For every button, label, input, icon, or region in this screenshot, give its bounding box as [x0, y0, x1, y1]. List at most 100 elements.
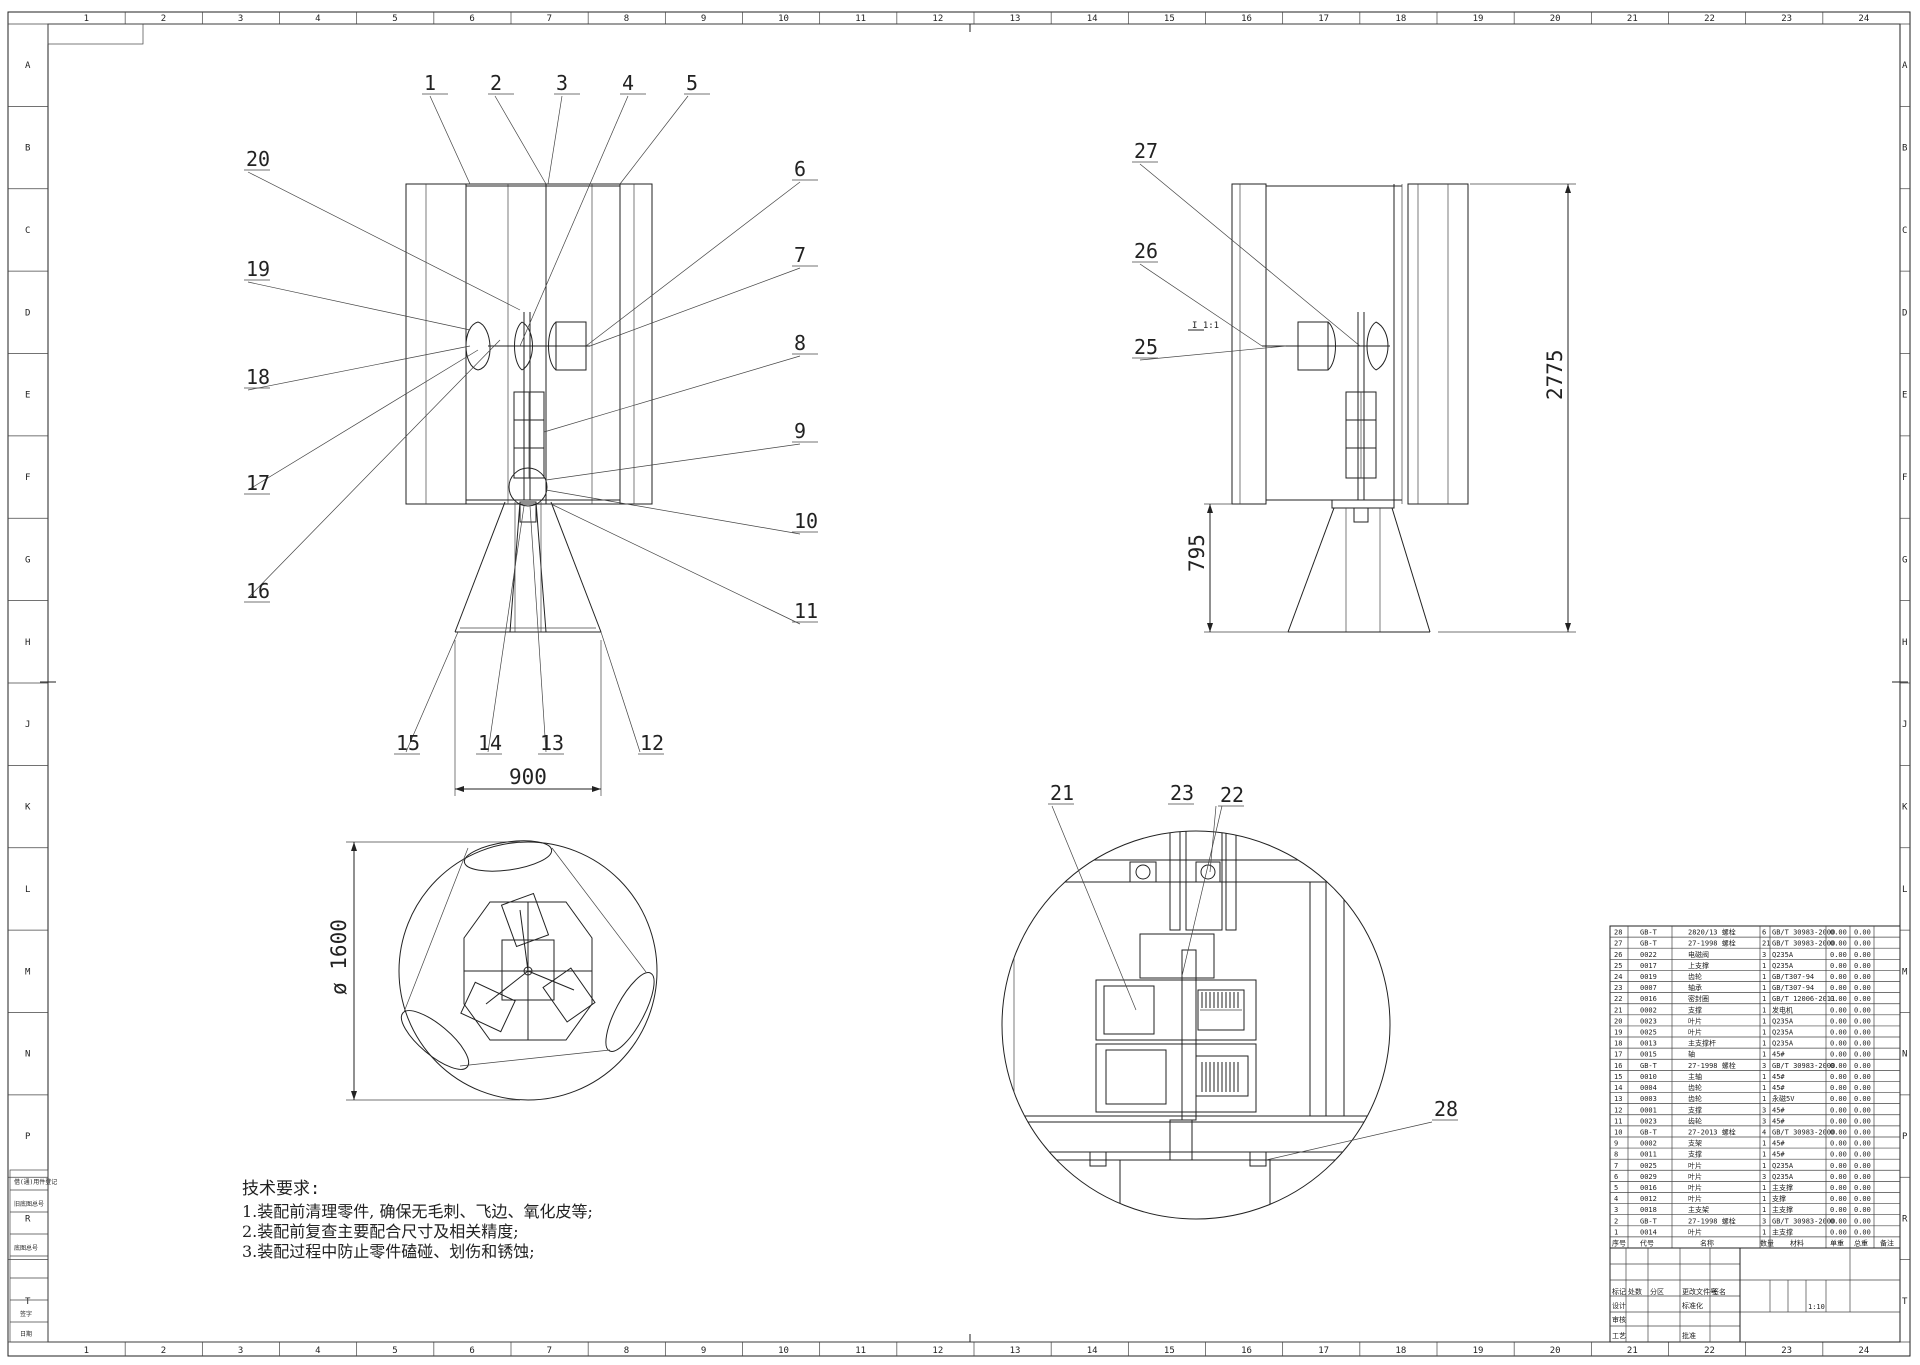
bom-cell: 21: [1614, 1006, 1622, 1014]
zone-col-label: 22: [1704, 14, 1715, 24]
dimension-diameter: ø 1600: [327, 919, 351, 995]
bom-cell: 45#: [1772, 1084, 1785, 1092]
zone-col-label: 2: [161, 1346, 166, 1356]
zone-col-label: 16: [1241, 14, 1252, 24]
bom-cell: 齿轮: [1688, 1116, 1702, 1125]
bom-cell: 14: [1614, 1084, 1622, 1092]
notes-title: 技术要求:: [242, 1179, 320, 1199]
scale-value: 1:10: [1808, 1303, 1825, 1311]
bom-cell: 0.00: [1854, 973, 1871, 981]
bom-cell: 1: [1762, 1084, 1766, 1092]
strip-label: 底图总号: [14, 1244, 38, 1252]
callout-5: 5: [686, 71, 698, 95]
bom-cell: 27-1998 螺栓: [1688, 1216, 1736, 1225]
bom-cell: 0.00: [1854, 1095, 1871, 1103]
bom-cell: 0017: [1640, 962, 1657, 970]
note-3: 3.装配过程中防止零件磕碰、划伤和锈蚀;: [242, 1242, 535, 1261]
zone-col-label: 15: [1164, 1346, 1175, 1356]
note-1: 1.装配前清理零件, 确保无毛刺、飞边、氧化皮等;: [242, 1202, 593, 1221]
zone-col-label: 11: [855, 1346, 866, 1356]
zone-row-label: R: [25, 1214, 31, 1224]
zone-col-label: 24: [1858, 14, 1869, 24]
bom-cell: 10: [1614, 1128, 1622, 1136]
bom-cell: 0.00: [1854, 1173, 1871, 1181]
callout-2: 2: [490, 71, 502, 95]
bom-cell: 1: [1762, 1017, 1766, 1025]
zone-col-label: 8: [624, 14, 629, 24]
bom-cell: 1: [1762, 1040, 1766, 1048]
callout-23: 23: [1170, 781, 1194, 805]
bom-cell: 0.00: [1830, 962, 1847, 970]
tb-label: 更改文件号: [1682, 1287, 1717, 1296]
bom-cell: 主轴: [1688, 1072, 1702, 1081]
zone-row-label: N: [1902, 1050, 1907, 1060]
tb-label: 签名: [1712, 1287, 1726, 1296]
tb-label: 标准化: [1682, 1301, 1703, 1310]
zone-col-label: 4: [315, 14, 320, 24]
bom-cell: 0.00: [1830, 1040, 1847, 1048]
callout-4: 4: [622, 71, 634, 95]
bom-cell: Q235A: [1772, 1173, 1794, 1181]
callout-21: 21: [1050, 781, 1074, 805]
bom-cell: 0.00: [1854, 1128, 1871, 1136]
bom-cell: 45#: [1772, 1106, 1785, 1114]
leader-lines: [247, 95, 1433, 1161]
zone-row-label: G: [25, 555, 30, 565]
zone-col-label: 8: [624, 1346, 629, 1356]
bom-cell: 5: [1614, 1184, 1618, 1192]
bom-cell: 0.00: [1854, 995, 1871, 1003]
bom-cell: 20: [1614, 1017, 1622, 1025]
bom-cell: 0.00: [1830, 1151, 1847, 1159]
bom-cell: GB/T 30983-2000: [1772, 929, 1835, 937]
bom-cell: GB-T: [1640, 929, 1658, 937]
zone-row-label: D: [1902, 308, 1907, 318]
bom-cell: 3: [1762, 1106, 1766, 1114]
bom-cell: 0.00: [1830, 940, 1847, 948]
bom-cell: GB-T: [1640, 1217, 1658, 1225]
bom-cell: 0023: [1640, 1117, 1657, 1125]
zone-col-label: 12: [932, 14, 943, 24]
bom-cell: 0.00: [1830, 1084, 1847, 1092]
detail-view: [1001, 830, 1391, 1220]
dimension-900: 900: [509, 765, 547, 789]
bom-cell: 0.00: [1830, 1051, 1847, 1059]
zone-col-label: 9: [701, 14, 706, 24]
bom-cell: GB-T: [1640, 1128, 1658, 1136]
bom-cell: GB-T: [1640, 940, 1658, 948]
tb-label: 分区: [1650, 1287, 1664, 1296]
bom-cell: 支撑: [1688, 1105, 1702, 1114]
callout-9: 9: [794, 419, 806, 443]
bom-cell: 3: [1762, 951, 1766, 959]
callout-6: 6: [794, 157, 806, 181]
bom-cell: 0016: [1640, 1184, 1657, 1192]
bom-cell: 0.00: [1854, 1117, 1871, 1125]
bom-cell: 0.00: [1854, 1140, 1871, 1148]
callout-26: 26: [1134, 239, 1158, 263]
drawing-frame: [7, 11, 1911, 1357]
callout-13: 13: [540, 731, 564, 755]
bom-cell: 0.00: [1854, 951, 1871, 959]
bom-cell: 0.00: [1830, 1228, 1847, 1236]
strip-label: 签字: [20, 1310, 32, 1318]
bom-cell: 叶片: [1688, 1183, 1702, 1192]
zone-row-label: T: [25, 1297, 31, 1307]
zone-row-label: C: [1902, 226, 1907, 236]
note-2: 2.装配前复查主要配合尺寸及相关精度;: [242, 1222, 519, 1241]
bom-cell: 26: [1614, 951, 1622, 959]
tb-label: 处数: [1628, 1287, 1642, 1296]
bom-cell: 主支撑: [1772, 1227, 1793, 1236]
tb-label: 设计: [1612, 1301, 1626, 1310]
bom-cell: 1: [1762, 1029, 1766, 1037]
zone-row-label: B: [1902, 144, 1907, 154]
bom-cell: 1: [1762, 984, 1766, 992]
bom-cell: 0.00: [1854, 1217, 1871, 1225]
bom-cell: 9: [1614, 1140, 1618, 1148]
bom-cell: GB/T307-94: [1772, 973, 1814, 981]
callout-17: 17: [246, 471, 270, 495]
bom-cell: 0011: [1640, 1151, 1657, 1159]
title-block: 标记 处数 分区 更改文件号 签名 设计 审核 工艺 标准化 批准 1:10: [1609, 1247, 1901, 1343]
zone-col-label: 23: [1781, 1346, 1792, 1356]
bom-cell: 1: [1762, 1206, 1766, 1214]
bom-cell: 0.00: [1830, 1140, 1847, 1148]
bom-cell: 0002: [1640, 1006, 1657, 1014]
